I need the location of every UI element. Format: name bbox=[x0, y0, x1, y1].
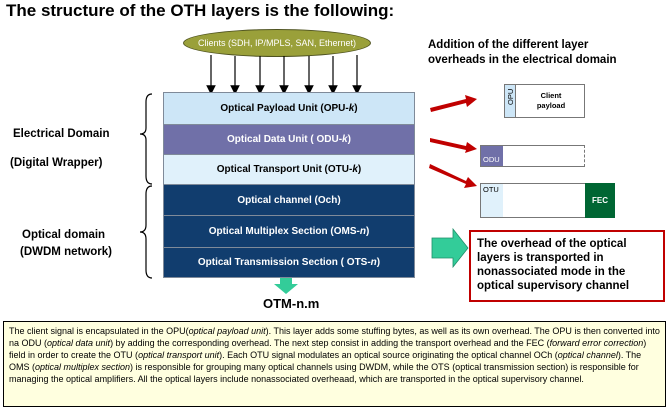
clients-ellipse: Clients (SDH, IP/MPLS, SAN, Ethernet) bbox=[183, 29, 371, 57]
odu-payload-box bbox=[503, 145, 585, 167]
red-arrow-3 bbox=[429, 164, 477, 188]
otu-label: OTU bbox=[483, 185, 499, 194]
optical-brace bbox=[139, 185, 153, 279]
description-paragraph: The client signal is encapsulated in the… bbox=[9, 326, 660, 384]
odu-label: ODU bbox=[483, 155, 500, 164]
layer-6: Optical Transmission Section ( OTS-n) bbox=[163, 247, 415, 278]
electrical-domain-label: Electrical Domain bbox=[13, 128, 110, 140]
red-arrow-2 bbox=[430, 138, 477, 153]
dwdm-network-label: (DWDM network) bbox=[20, 246, 112, 258]
layer-3: Optical Transport Unit (OTU-k) bbox=[163, 154, 415, 184]
client-payload-label: Client payload bbox=[536, 91, 566, 110]
odu-overhead-box: ODU bbox=[480, 145, 504, 167]
supervisory-callout: The overhead of the optical layers is tr… bbox=[469, 230, 665, 302]
fec-box: FEC bbox=[585, 183, 615, 218]
optical-domain-label: Optical domain bbox=[22, 229, 106, 241]
otu-payload-box bbox=[503, 183, 586, 218]
otu-overhead-box: OTU bbox=[480, 183, 504, 218]
client-payload-box: Client payload bbox=[515, 84, 585, 118]
layer-2: Optical Data Unit ( ODU-k) bbox=[163, 124, 415, 154]
slide-title: The structure of the OTH layers is the f… bbox=[6, 1, 395, 20]
red-arrow-1 bbox=[430, 95, 477, 112]
layer-5: Optical Multiplex Section (OMS-n) bbox=[163, 215, 415, 247]
layer-1: Optical Payload Unit (OPU-k) bbox=[163, 92, 415, 124]
opu-label: OPU bbox=[506, 88, 515, 105]
digital-wrapper-label: (Digital Wrapper) bbox=[10, 157, 103, 169]
description-textbox: The client signal is encapsulated in the… bbox=[3, 321, 666, 407]
electrical-brace bbox=[139, 93, 153, 185]
fec-label: FEC bbox=[592, 196, 608, 205]
addition-heading: Addition of the different layer overhead… bbox=[428, 39, 617, 66]
layer-4: Optical channel (Och) bbox=[163, 184, 415, 215]
otm-arrow bbox=[274, 278, 298, 294]
green-arrow bbox=[431, 227, 469, 269]
otm-label: OTM-n.m bbox=[263, 296, 320, 311]
